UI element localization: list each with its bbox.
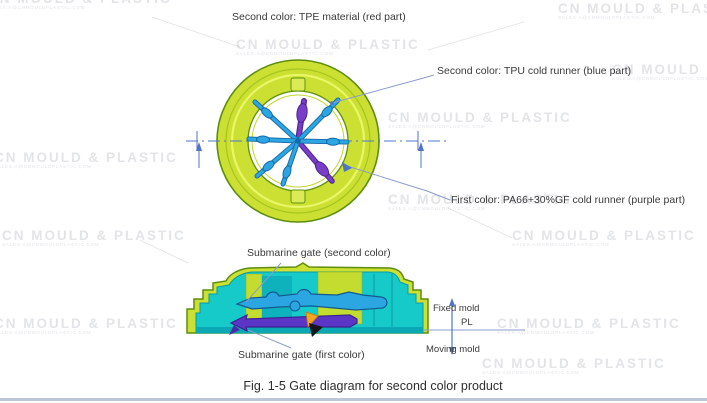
dimension-marks: [196, 131, 424, 168]
leader-submarine-first: [247, 329, 292, 349]
leader-pa66-runner: [343, 164, 451, 201]
bottom-rule: [0, 398, 707, 401]
dimension-arrow-left: [196, 142, 202, 151]
section-blue-runner: [235, 288, 388, 311]
label-pa66-runner: First color: PA66+30%GF cold runner (pur…: [451, 194, 686, 206]
label-submarine-first: Submarine gate (first color): [238, 349, 365, 361]
leader-dot: [330, 101, 334, 105]
leader-submarine-second: [245, 262, 282, 303]
leader-tpu-runner: [331, 74, 435, 104]
blue-runner-spoke-upleft: [252, 99, 301, 144]
blue-runner-spoke-upright: [295, 97, 341, 144]
submarine-gate-tunnel: [229, 325, 240, 335]
blue-runner-spoke-left: [246, 135, 301, 144]
parting-line-marks: [424, 298, 525, 355]
label-moving-mold: Moving mold: [426, 344, 480, 355]
leader-arrow: [342, 162, 352, 172]
dimension-arrow-right: [418, 142, 424, 151]
blue-runner-spoke-downleft: [254, 138, 301, 179]
gate-orange-wedge: [305, 311, 319, 328]
section-bottom-strip: [196, 327, 423, 333]
purple-runner-spoke-up: [295, 98, 308, 144]
fixed-mold-arrow: [449, 298, 455, 306]
gate-black-wedge: [309, 323, 323, 337]
figure-caption: Fig. 1-5 Gate diagram for second color p…: [243, 379, 503, 393]
blue-runner-spoke-right: [295, 137, 350, 146]
section-view-part: [186, 262, 429, 337]
cold-runner-spokes: [246, 97, 350, 187]
moving-mold-arrow: [449, 347, 455, 355]
label-tpe-material: Second color: TPE material (red part): [232, 11, 406, 23]
label-tpu-runner: Second color: TPU cold runner (blue part…: [437, 65, 632, 77]
section-purple-runner: [229, 313, 358, 333]
runner-hub: [295, 138, 301, 144]
label-fixed-mold: Fixed mold: [433, 303, 480, 314]
watermark-diagonal-lines: [139, 16, 525, 264]
keyway-notch-top: [290, 77, 306, 92]
label-submarine-second: Submarine gate (second color): [247, 247, 391, 259]
section-blue-gate-ball: [289, 300, 301, 312]
blue-runner-spoke-down: [280, 138, 301, 187]
purple-runner-spoke-downright: [295, 138, 335, 184]
label-pl: PL: [461, 317, 473, 328]
leader-lines: [245, 74, 451, 349]
keyway-notch-bottom: [290, 189, 306, 204]
